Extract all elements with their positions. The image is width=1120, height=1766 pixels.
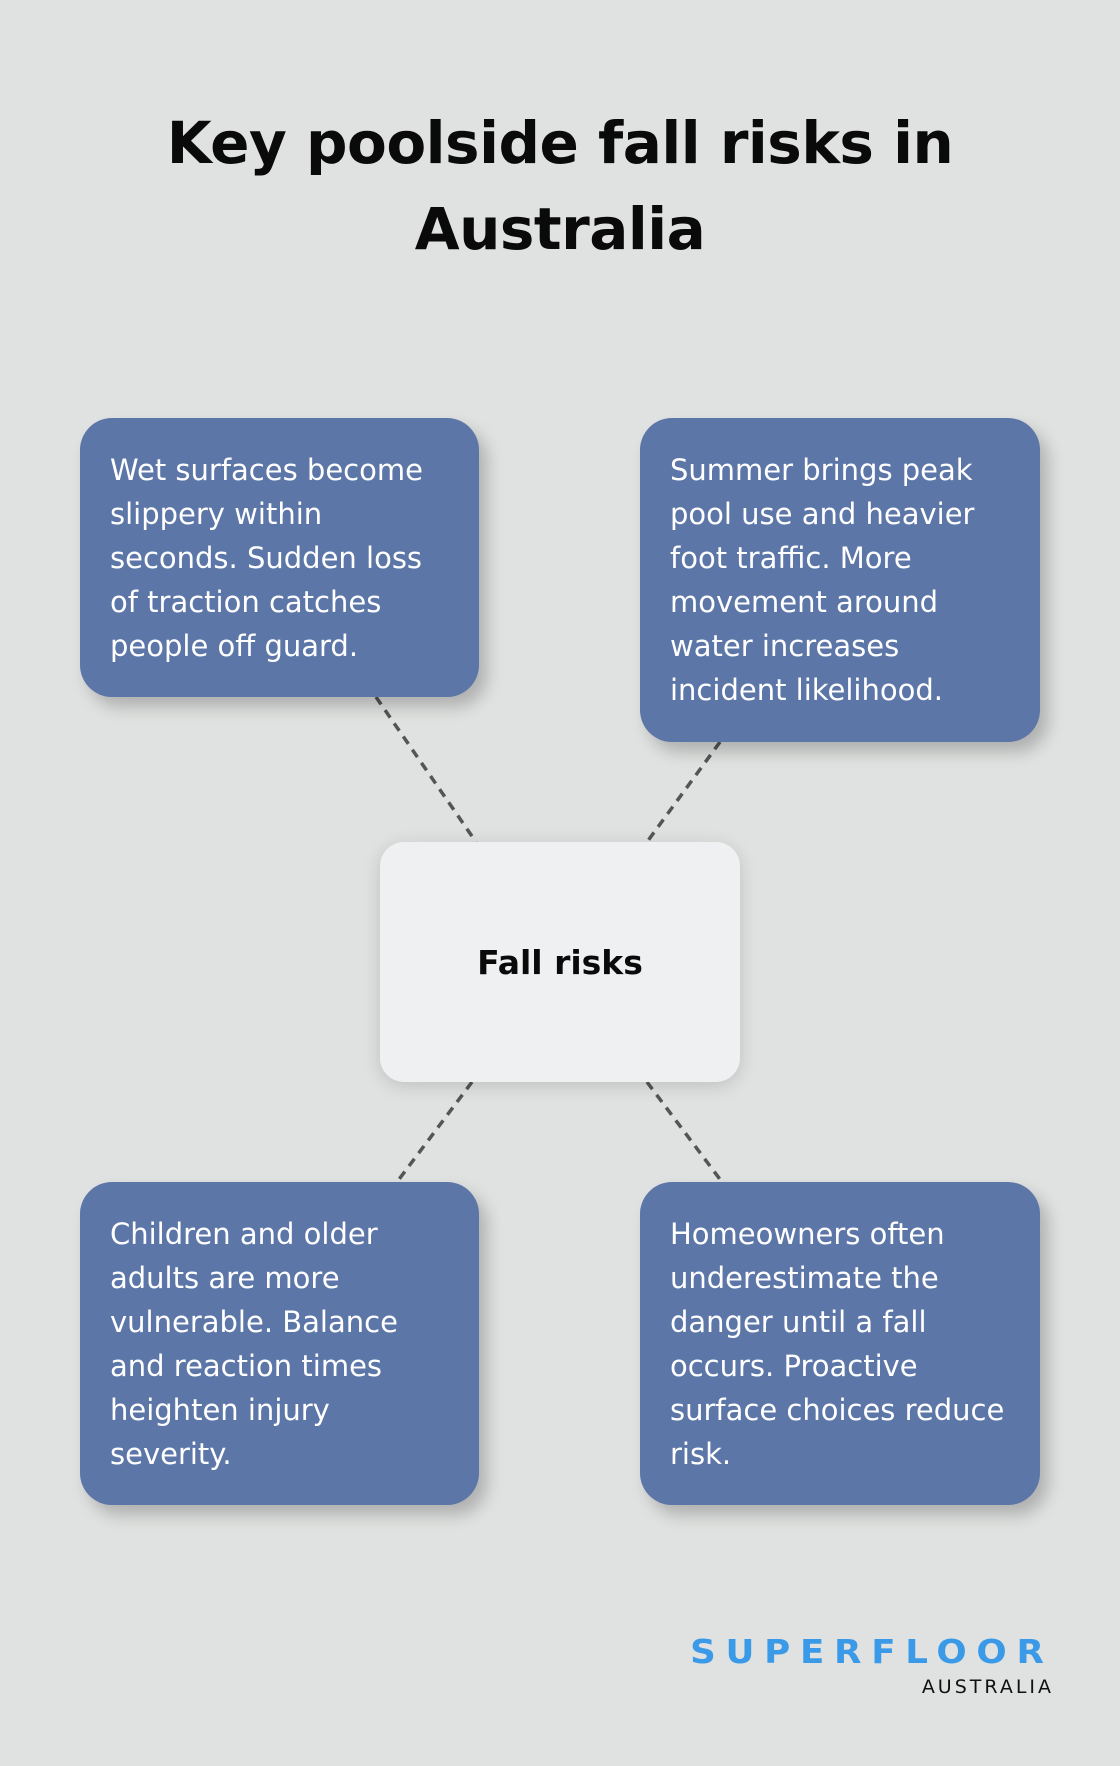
connector-bottom-left: [395, 1080, 474, 1184]
connector-bottom-right: [645, 1080, 724, 1184]
logo-brand-text: SUPERFLOOR: [690, 1632, 1054, 1671]
center-node-label: Fall risks: [477, 942, 643, 982]
connector-top-right: [645, 740, 722, 844]
title-line-2: Australia: [414, 195, 706, 263]
connector-top-left: [374, 696, 478, 843]
logo-sub-text: AUSTRALIA: [921, 1676, 1054, 1698]
risk-card-text: Homeowners often underestimate the dange…: [670, 1217, 1005, 1471]
title-line-1: Key poolside fall risks in: [166, 109, 954, 177]
brand-logo: SUPERFLOOR AUSTRALIA: [650, 1632, 1060, 1702]
risk-card-vulnerable-people: Children and older adults are more vulne…: [80, 1182, 479, 1505]
risk-card-homeowner-awareness: Homeowners often underestimate the dange…: [640, 1182, 1040, 1505]
center-node: Fall risks: [380, 842, 740, 1082]
page-title: Key poolside fall risks in Australia: [0, 100, 1120, 272]
risk-card-text: Children and older adults are more vulne…: [110, 1217, 398, 1471]
risk-card-text: Summer brings peak pool use and heavier …: [670, 453, 975, 707]
risk-card-text: Wet surfaces become slippery within seco…: [110, 453, 423, 663]
risk-card-summer-traffic: Summer brings peak pool use and heavier …: [640, 418, 1040, 742]
risk-card-wet-surfaces: Wet surfaces become slippery within seco…: [80, 418, 479, 697]
